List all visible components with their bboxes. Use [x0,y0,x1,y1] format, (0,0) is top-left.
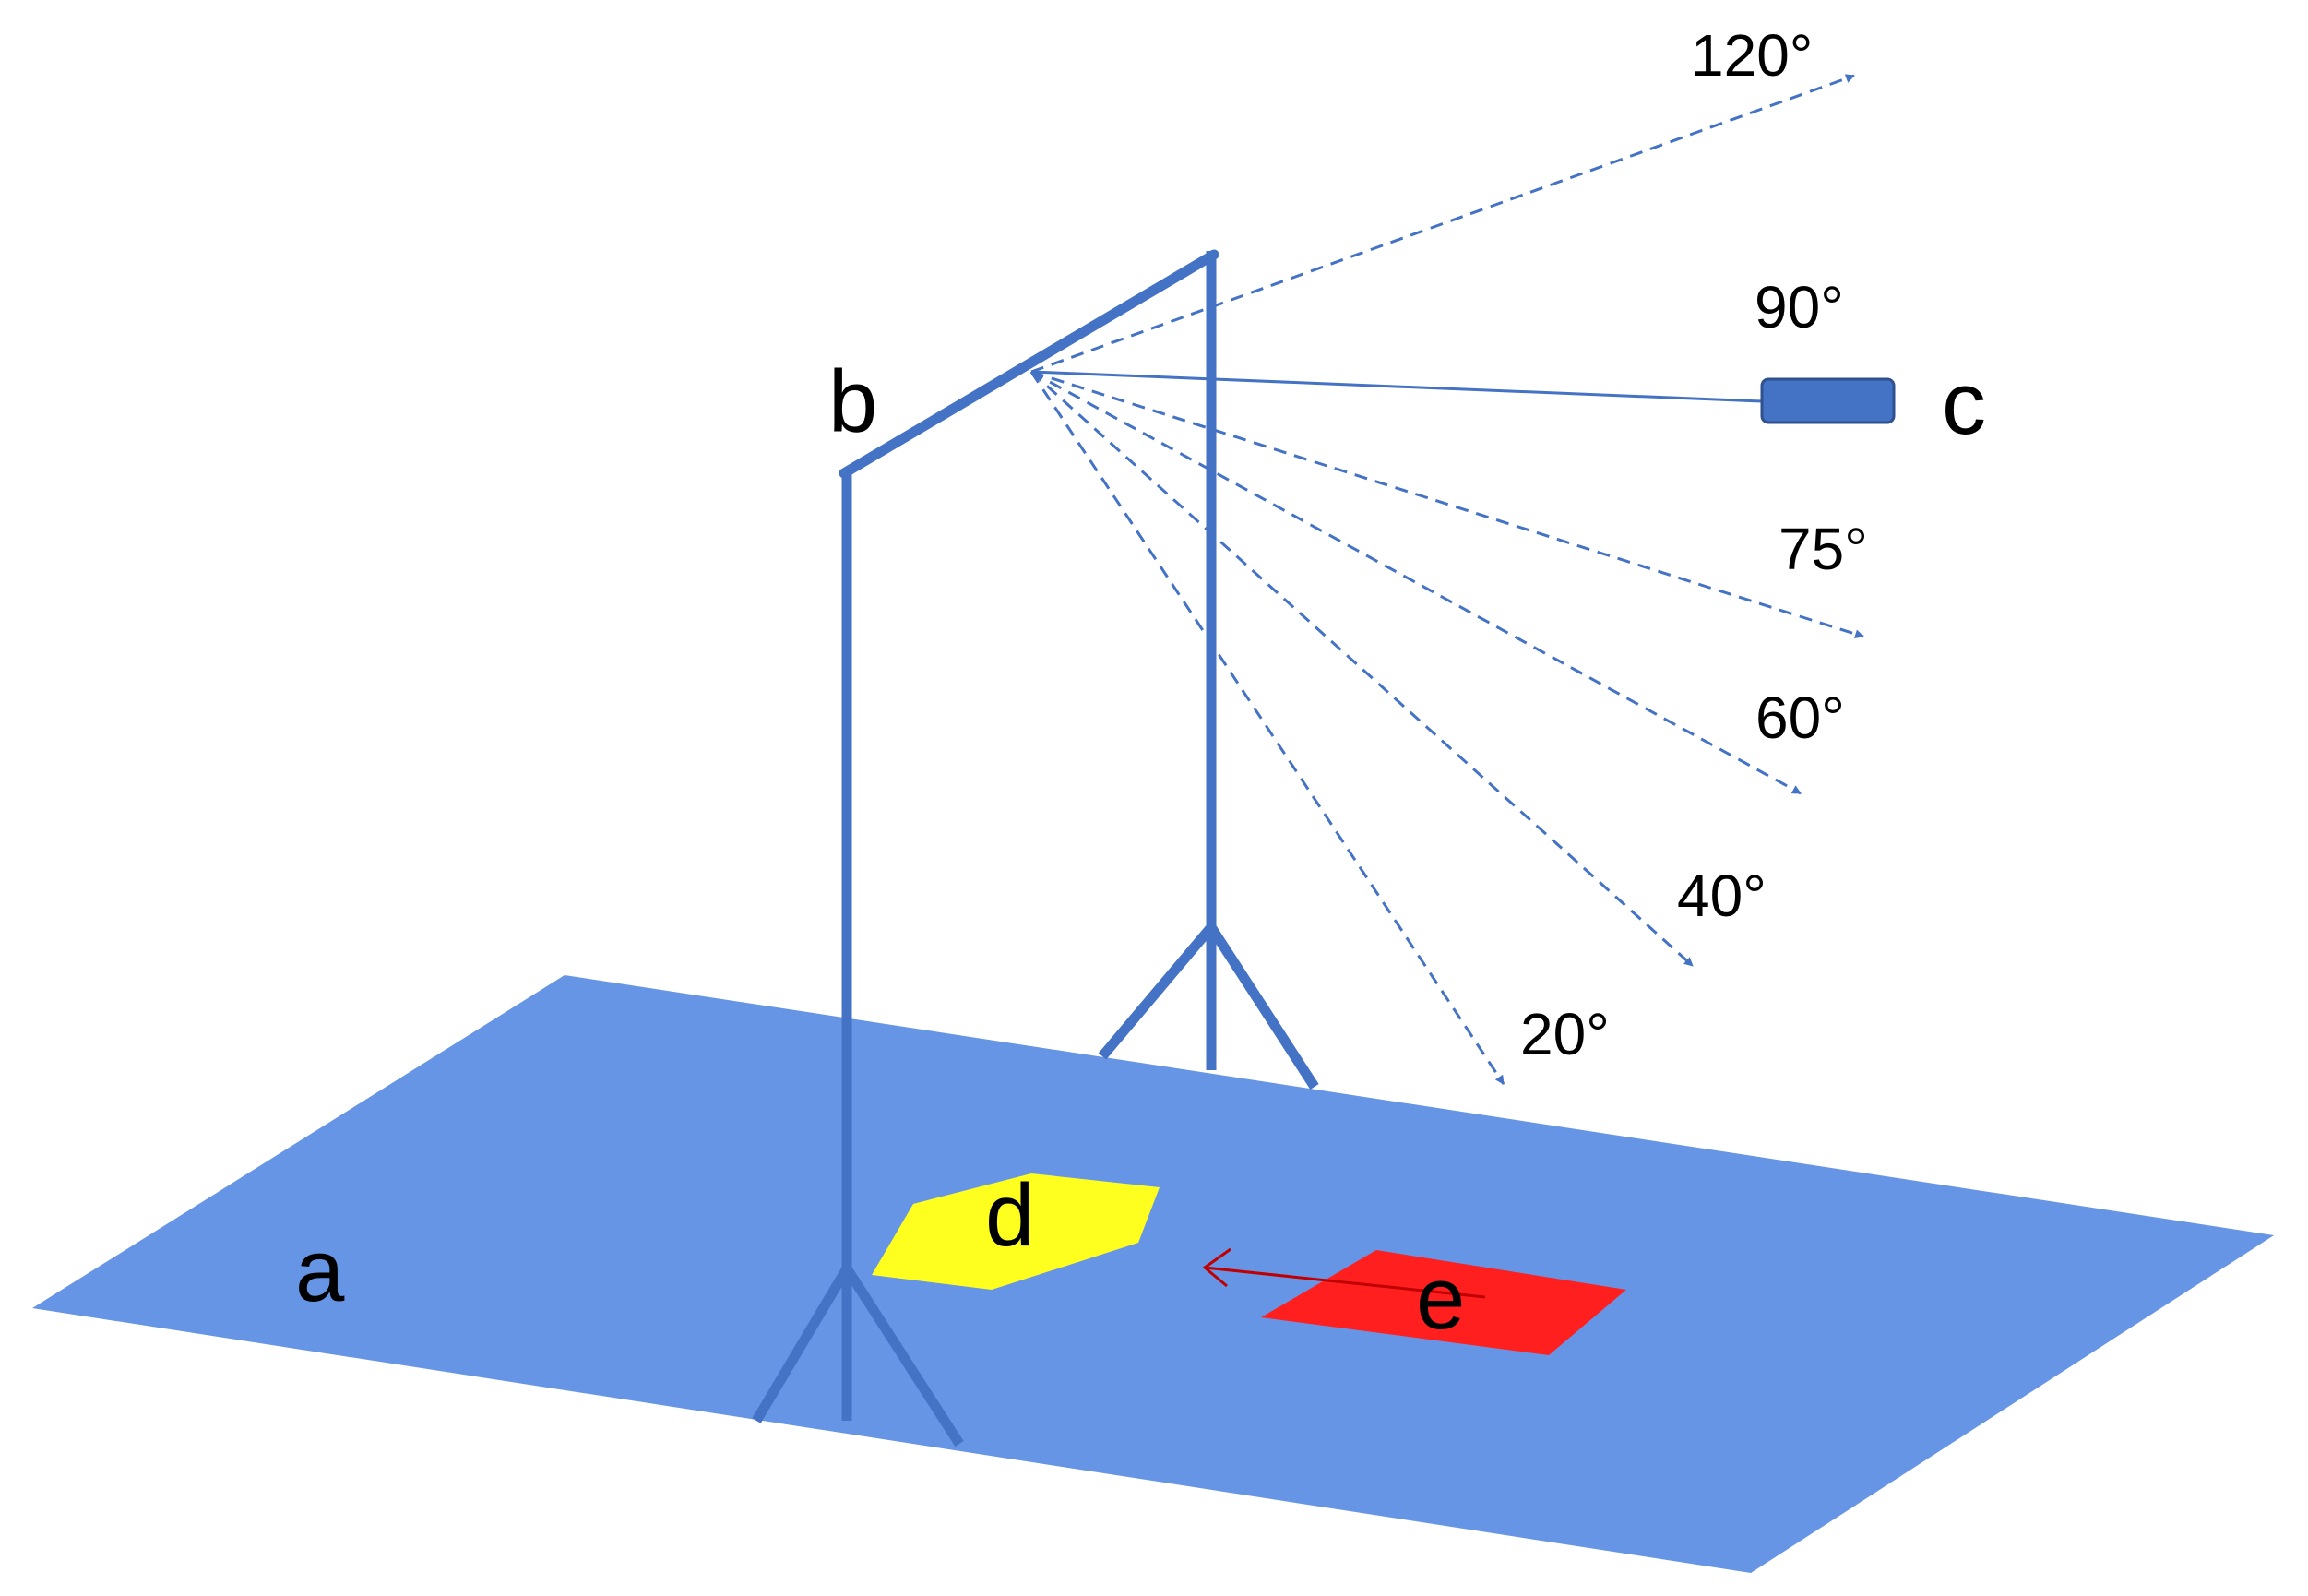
angle-label-60: 60° [1755,685,1845,751]
label-a: a [295,1221,345,1320]
sensor-box [1760,377,1896,424]
ground-plane [32,975,2274,1573]
angle-rays [1029,74,1864,1085]
motion-arrow-shaft [1204,1266,1486,1299]
angle-label-75: 75° [1779,516,1868,582]
hexagon-target [872,1173,1160,1290]
ray-40 [1029,370,1695,968]
angle-label-120: 120° [1691,22,1813,89]
motion-arrow-head [1202,1247,1231,1288]
ray-20 [1029,371,1505,1085]
label-b: b [828,352,877,451]
top-bar [839,249,1219,479]
label-c: c [1942,354,1986,453]
ray-75 [1030,370,1864,639]
angle-label-90: 90° [1755,274,1844,340]
angle-label-20: 20° [1520,1001,1610,1067]
label-d: d [985,1166,1034,1265]
front-tripod [752,1266,964,1447]
red-target [1261,1250,1626,1355]
angle-label-40: 40° [1677,863,1767,929]
back-tripod [1098,923,1319,1090]
ray-90 [1030,370,1763,403]
label-e: e [1416,1249,1465,1348]
ray-120 [1030,74,1855,374]
ray-60 [1030,370,1802,795]
